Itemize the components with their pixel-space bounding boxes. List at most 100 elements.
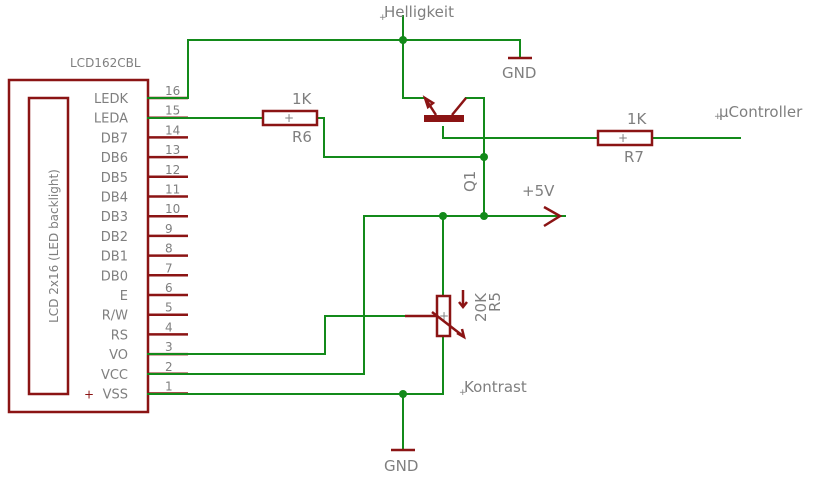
r5-value: 20K [472,292,490,322]
wire-emitter [465,97,485,217]
wire-helligkeit [402,15,426,99]
r6-value: 1K [292,90,313,108]
lcd-pin-name: DB4 [101,191,128,206]
lcd-pin-name: E [120,289,128,304]
lcd-pin-name: VO [109,348,128,363]
lcd-pin-list: 16LEDK15LEDA14DB713DB612DB511DB410DB39DB… [84,84,188,403]
lcd-pin-number: 5 [165,301,173,315]
gnd-bottom-label: GND [384,457,418,475]
lcd-pin-number: 11 [165,183,180,197]
vss-marker: + [84,388,94,402]
svg-text:+: + [618,131,628,145]
svg-text:+: + [379,13,387,23]
lcd-pin-number: 3 [165,340,173,354]
wire-vss [147,335,444,395]
lcd-pin-name: VSS [103,388,128,403]
resistor-r7: + 1K R7 [596,110,654,166]
junction-dot [399,390,407,398]
net-label-ucontroller: µController [719,103,803,121]
lcd-pin-number: 15 [165,104,180,118]
q1-name: Q1 [461,171,479,192]
lcd-pin-name: DB7 [101,131,128,146]
lcd-pin-number: 12 [165,163,180,177]
lcd-pin-name: DB5 [101,171,128,186]
potentiometer-r5: + 20K R5 [405,290,504,340]
lcd-pin-name: DB0 [101,269,128,284]
wiper-arrow-line [431,311,464,337]
gnd-symbol-top: GND [502,56,536,82]
wires [147,15,741,451]
lcd-body-label: LCD 2x16 (LED backlight) [47,169,61,323]
lcd-pin-name: DB6 [101,151,128,166]
net-label-helligkeit: Helligkeit [384,3,454,21]
lcd-outline [7,78,150,414]
lcd-pin-name: VCC [101,368,128,383]
junction-dot [439,212,447,220]
lcd-module: LCD 2x16 (LED backlight) LCD162CBL 16LED… [7,56,188,414]
r6-name: R6 [292,128,312,146]
lcd-display-window [27,96,70,396]
lcd-pin-name: R/W [102,309,128,324]
r7-name: R7 [624,148,644,166]
lcd-pin-name: DB1 [101,250,128,265]
wire-ledk [147,39,521,99]
supply-arrow-icon [543,205,563,228]
lcd-pin: 4RS [111,320,188,343]
supply-5v: +5V [522,182,563,228]
lcd-pin-number: 10 [165,202,180,216]
junction-dot [480,153,488,161]
lcd-pin-name: LEDK [94,92,128,107]
lcd-pin-number: 13 [165,143,180,157]
wire-5v-rail [363,215,566,375]
lcd-pin: 5R/W [102,301,188,324]
net-label-kontrast: Kontrast [464,378,527,396]
lcd-part-name: LCD162CBL [70,56,141,70]
svg-text:+: + [714,112,722,122]
gnd-symbol-bottom: GND [384,448,418,475]
lcd-pin-number: 6 [165,281,173,295]
r7-value: 1K [627,110,648,128]
svg-text:+: + [459,388,467,398]
transistor-q1: Q1 [422,95,479,192]
supply-label: +5V [522,182,555,200]
lcd-pin-number: 16 [165,84,180,98]
wiper-arrow-icon [456,328,466,340]
wire-r6-out [316,117,485,158]
resistor-r6: + 1K R6 [261,90,319,146]
lcd-pin-name: LEDA [94,112,128,127]
wire-base [442,126,599,139]
lcd-pin-number: 14 [165,123,180,137]
r5-name: R5 [486,292,504,312]
lcd-pin-name: DB3 [101,210,128,225]
wire-vo [147,315,406,355]
svg-text:+: + [284,111,294,125]
direction-arrow-icon [458,301,468,310]
transistor-arrow-icon [422,95,436,110]
gnd-top-label: GND [502,64,536,82]
lcd-pin-number: 1 [165,380,173,394]
junction-dot [399,36,407,44]
lcd-pin-number: 7 [165,261,173,275]
net-labels: + Helligkeit + µController + Kontrast [379,3,803,398]
svg-text:+: + [439,309,449,323]
lcd-pin-name: RS [111,328,128,343]
lcd-pin-number: 8 [165,242,173,256]
junction-dot [480,212,488,220]
lcd-pin-number: 4 [165,320,173,334]
lcd-pin-number: 9 [165,222,173,236]
lcd-pin-number: 2 [165,360,173,374]
lcd-pin: 6E [120,281,188,304]
lcd-pin-name: DB2 [101,230,128,245]
